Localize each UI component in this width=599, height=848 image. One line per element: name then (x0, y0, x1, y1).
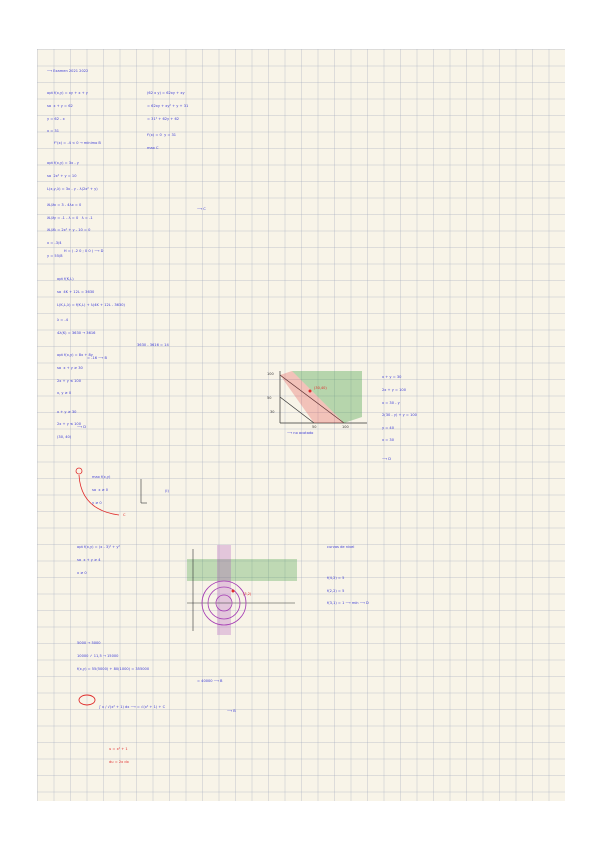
heading: ⟶ Examen 2021 2022 (46, 69, 89, 74)
y-tick: 50 (267, 396, 271, 400)
answer-11: ⟶ B (227, 709, 236, 713)
point-label: (3,2) (243, 592, 252, 596)
graph-note: ⟶ no acotado (287, 431, 314, 435)
point-label: (30,40) (314, 386, 327, 390)
question-7: ⟶ D (77, 425, 87, 429)
x-tick: 50 (312, 425, 316, 429)
circled-answer: C (156, 145, 159, 150)
answer-8: C (123, 513, 126, 517)
level-curves-graph: (3,2) (187, 545, 297, 635)
feasible-region-graph: 100 50 30 (30,40) 50 100 (267, 371, 367, 429)
y-tick: 100 (267, 372, 274, 376)
q8-sketch (75, 467, 147, 516)
circled-answer: B (98, 141, 101, 146)
arrow-right-icon: ⟶ (46, 69, 54, 74)
question-5: opt f(K,L) sa 4K + 12L = 3630 L(K,L,λ) =… (57, 277, 169, 361)
grid-paper: ⟶ Examen 2021 2022 opt f(x,y) = xy + x +… (37, 49, 565, 801)
region-label: (I) (165, 489, 169, 493)
question-6-side: x + y = 30 2x + y = 100 x = 30 - y 2(30 … (382, 375, 417, 462)
q11-circle (78, 694, 96, 706)
question-3: opt f(x,y) = 3x - y sa 2x² + y = 10 L(x,… (47, 161, 98, 258)
question-4: H = ( -2 0 ; 0 0 ) ⟶ D (63, 249, 104, 254)
question-1: opt f(x,y) = xy + x + y sa x + y = 62 y … (47, 91, 88, 134)
question-11-sub: u = x² + 1 du = 2x dx (109, 747, 129, 765)
question-2: f''(x) = -4 < 0 → mínimo B (53, 141, 101, 146)
question-1-right: (62 x y) = 62xy + xy = 62xy + xy² + y + … (147, 91, 189, 150)
question-9: opt f(x,y) = (x - 3)² + y² sa x + y ≥ 4 … (77, 545, 120, 575)
question-11: ∫ x / √(x² + 1) dx ⟶ = √(x² + 1) + C (99, 705, 166, 710)
question-8: max f(x,y) sa x ≥ 0 y ≥ 0 (92, 475, 111, 505)
question-10: 5000 → 5000 10000 ✓ 11,5 → 15000 f(x,y) … (77, 641, 223, 684)
x-tick: 100 (342, 425, 349, 429)
y-tick: 30 (270, 410, 274, 414)
question-9-side: curvas de nivel f(4,2) = 5 f(2,2) = 5 f(… (327, 545, 369, 606)
question-6: opt f(x,y) = 8x + 8y sa x + y ≥ 30 2x + … (57, 353, 93, 440)
answer-3: ⟶ C (197, 207, 206, 211)
